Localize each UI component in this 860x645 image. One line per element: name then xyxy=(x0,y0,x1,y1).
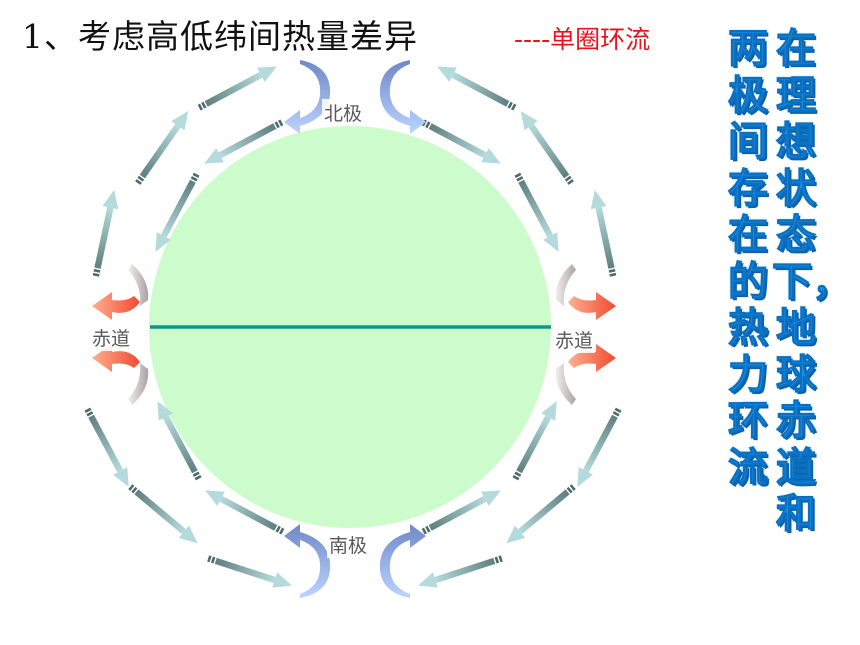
equator-outflow-arrows xyxy=(92,292,616,372)
slide-title: 1、考虑高低纬间热量差异 xyxy=(22,17,418,56)
south-pole-label: 南极 xyxy=(327,531,370,558)
north-pole-label: 北极 xyxy=(322,99,365,126)
pole-curved-arrows xyxy=(284,60,426,598)
equator-label-right: 赤道 xyxy=(553,326,596,353)
equator-label-left: 赤道 xyxy=(90,324,133,351)
equator-ascent-arrows xyxy=(128,264,576,405)
side-text-column-right: 在理想状态下，地球赤道和 xyxy=(772,26,853,538)
side-text-column-left: 两极间存在的热力环流 xyxy=(728,26,769,492)
slide-subtitle: ----单圈环流 xyxy=(514,25,651,54)
